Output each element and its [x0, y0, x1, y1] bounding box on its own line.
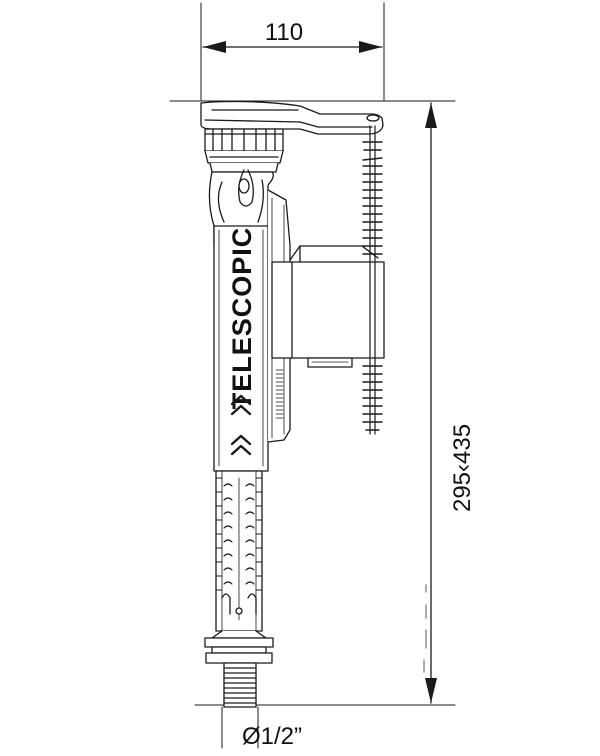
brand-label: TELESCOPIC: [227, 227, 257, 410]
channel-hatching: [275, 369, 284, 419]
valve-cap: [204, 128, 284, 173]
height-arrow-top: [425, 103, 437, 128]
telescopic-range-marks: [423, 584, 427, 673]
chevron-icon-upper: [230, 394, 252, 416]
height-arrow-bottom: [425, 678, 437, 703]
fill-valve: TELESCOPIC: [200, 100, 385, 708]
height-dimension: 295‹435: [169, 100, 476, 706]
height-dimension-label: 295‹435: [449, 424, 476, 512]
main-tube: [213, 225, 269, 472]
float-chamber: [271, 245, 385, 368]
telescopic-notches: [215, 477, 263, 591]
width-arrow-right: [359, 41, 382, 53]
width-arrow-left: [203, 41, 226, 53]
telescopic-section: [215, 470, 263, 632]
base-flange: [204, 630, 274, 664]
thread-dimension: Ø1/2”: [221, 706, 302, 750]
width-dimension: 110: [200, 2, 385, 101]
threaded-connector: [223, 662, 257, 708]
width-dimension-label: 110: [265, 19, 303, 46]
chevron-icon-lower: [230, 434, 252, 456]
thread-dimension-label: Ø1/2”: [242, 723, 302, 750]
adjustment-rod: [362, 125, 383, 435]
